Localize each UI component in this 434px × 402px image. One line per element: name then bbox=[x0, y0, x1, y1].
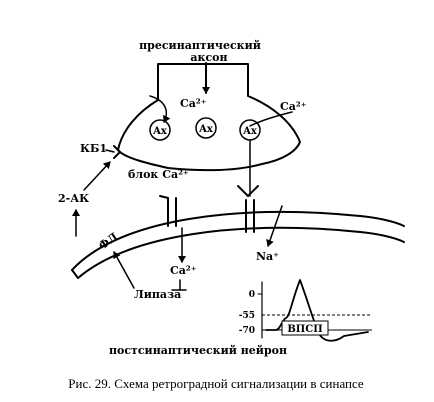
kb1-arrow bbox=[105, 149, 115, 153]
epsp-graph: 0 -55 -70 ВПСП bbox=[239, 279, 372, 342]
two-ak-label: 2-АК bbox=[58, 192, 89, 205]
postsynaptic-membrane-inner bbox=[77, 226, 405, 279]
channel-left-cap bbox=[159, 195, 169, 199]
epsp-tick-70-label: -70 bbox=[239, 326, 255, 336]
ca-right-label: Ca²⁺ bbox=[280, 100, 307, 113]
kb1-label: КБ1 bbox=[80, 142, 107, 155]
vesicle-1 bbox=[149, 119, 171, 141]
presynaptic-label-line2: аксон bbox=[190, 51, 227, 64]
membrane-left-cap bbox=[71, 269, 79, 279]
figure-caption: Рис. 29. Схема ретроградной сигнализации… bbox=[68, 376, 364, 391]
ca-top-label: Ca²⁺ bbox=[180, 97, 207, 110]
ca-entry-curve bbox=[149, 95, 171, 123]
two-ak-to-kb1-arrow bbox=[83, 161, 111, 191]
epsp-title: ВПСП bbox=[287, 324, 322, 335]
lipase-label: Липаза bbox=[134, 288, 181, 301]
lipase-to-fl-arrow bbox=[113, 251, 135, 289]
vesicle-1-label: Ax bbox=[152, 126, 168, 137]
ca-post-label: Ca²⁺ bbox=[170, 264, 197, 277]
ca-block-label: блок Ca²⁺ bbox=[128, 168, 189, 181]
vesicle-3-label: Ax bbox=[242, 126, 258, 137]
postsynaptic-membrane-outer bbox=[71, 210, 405, 271]
epsp-title-box bbox=[281, 320, 329, 336]
epsp-tick-0-label: 0 bbox=[249, 290, 255, 300]
na-label: Na⁺ bbox=[256, 250, 279, 263]
release-chevron bbox=[237, 185, 259, 197]
epsp-tick-55-label: -55 bbox=[239, 311, 255, 321]
vesicle-2-label: Ax bbox=[198, 124, 214, 135]
presynaptic-label-line1: пресинаптический bbox=[139, 39, 261, 52]
presynaptic-terminal bbox=[117, 63, 301, 172]
vesicle-2 bbox=[195, 117, 217, 139]
kb1-receptor bbox=[113, 145, 121, 159]
na-arrow bbox=[266, 205, 283, 247]
ca-right-curve bbox=[249, 111, 293, 127]
postsynaptic-neuron-label: постсинаптический нейрон bbox=[109, 344, 287, 357]
